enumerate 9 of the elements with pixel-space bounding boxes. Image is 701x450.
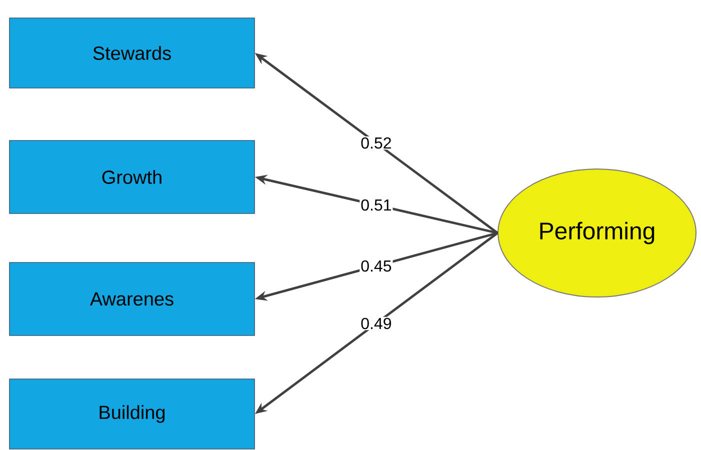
ellipse-node: Performing (498, 168, 696, 298)
variable-box: Awarenes (9, 262, 255, 336)
variable-box: Building (9, 378, 255, 450)
variable-box: Growth (9, 140, 255, 214)
edge-label: 0.49 (360, 316, 393, 330)
edge-label: 0.51 (360, 198, 393, 212)
variable-box: Stewards (9, 18, 255, 88)
edge-label: 0.52 (360, 136, 393, 150)
edge-label: 0.45 (360, 259, 393, 273)
